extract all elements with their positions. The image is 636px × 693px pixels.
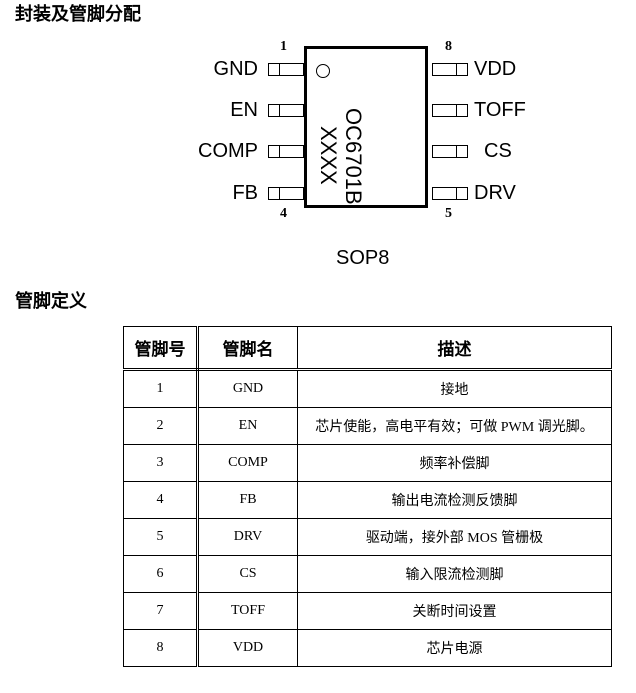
package-name: SOP8 <box>336 247 390 269</box>
pin-lead-1 <box>268 63 304 76</box>
pin-number-8: 8 <box>445 39 452 54</box>
cell-pin-name: CS <box>197 555 298 593</box>
pin-number-1: 1 <box>280 39 287 54</box>
cell-pin-number: 7 <box>123 592 199 630</box>
table-row: 1 GND 接地 <box>123 369 612 408</box>
package-section-title: 封装及管脚分配 <box>15 4 141 25</box>
pin-label-drv: DRV <box>474 182 516 204</box>
table-row: 7 TOFF 关断时间设置 <box>123 592 612 630</box>
cell-pin-name: DRV <box>197 518 298 556</box>
pin-number-5: 5 <box>445 206 452 221</box>
table-header-row: 管脚号 管脚名 描述 <box>123 326 612 371</box>
pin-number-4: 4 <box>280 206 287 221</box>
cell-pin-name: FB <box>197 481 298 519</box>
cell-description: 频率补偿脚 <box>297 444 612 482</box>
pin-lead-6 <box>432 145 468 158</box>
cell-description: 芯片使能，高电平有效；可做 PWM 调光脚。 <box>297 407 612 445</box>
header-pin-number: 管脚号 <box>123 326 199 371</box>
cell-pin-number: 2 <box>123 407 199 445</box>
cell-pin-number: 4 <box>123 481 199 519</box>
pin-lead-3 <box>268 145 304 158</box>
cell-pin-number: 6 <box>123 555 199 593</box>
chip-part-number: OC6701B <box>341 108 366 205</box>
chip-marking: XXXX <box>316 126 341 185</box>
pindef-section-title: 管脚定义 <box>15 291 87 312</box>
table-row: 3 COMP 频率补偿脚 <box>123 444 612 482</box>
pin-lead-7 <box>432 104 468 117</box>
pin-label-toff: TOFF <box>474 99 526 121</box>
cell-description: 输入限流检测脚 <box>297 555 612 593</box>
cell-description: 接地 <box>297 369 612 408</box>
cell-pin-name: GND <box>197 369 298 408</box>
cell-pin-name: EN <box>197 407 298 445</box>
cell-pin-number: 3 <box>123 444 199 482</box>
cell-description: 输出电流检测反馈脚 <box>297 481 612 519</box>
cell-pin-number: 8 <box>123 629 199 667</box>
cell-description: 芯片电源 <box>297 629 612 667</box>
pin-label-fb: FB <box>232 182 258 204</box>
table-row: 5 DRV 驱动端，接外部 MOS 管栅极 <box>123 518 612 556</box>
pin-lead-2 <box>268 104 304 117</box>
header-description: 描述 <box>297 326 612 371</box>
table-row: 4 FB 输出电流检测反馈脚 <box>123 481 612 519</box>
pin-lead-4 <box>268 187 304 200</box>
pin-label-comp: COMP <box>198 140 258 162</box>
cell-pin-name: VDD <box>197 629 298 667</box>
cell-description: 关断时间设置 <box>297 592 612 630</box>
pin-label-en: EN <box>230 99 258 121</box>
cell-pin-name: TOFF <box>197 592 298 630</box>
pin-definition-table: 管脚号 管脚名 描述 1 GND 接地 2 EN 芯片使能，高电平有效；可做 P… <box>123 326 612 667</box>
cell-pin-number: 5 <box>123 518 199 556</box>
cell-pin-name: COMP <box>197 444 298 482</box>
pin-label-cs: CS <box>484 140 512 162</box>
pin1-indicator-icon <box>316 64 330 78</box>
table-row: 6 CS 输入限流检测脚 <box>123 555 612 593</box>
header-pin-name: 管脚名 <box>197 326 298 371</box>
cell-pin-number: 1 <box>123 369 199 408</box>
pin-lead-5 <box>432 187 468 200</box>
table-row: 2 EN 芯片使能，高电平有效；可做 PWM 调光脚。 <box>123 407 612 445</box>
table-row: 8 VDD 芯片电源 <box>123 629 612 667</box>
pin-label-gnd: GND <box>213 58 258 80</box>
cell-description: 驱动端，接外部 MOS 管栅极 <box>297 518 612 556</box>
pin-label-vdd: VDD <box>474 58 517 80</box>
pin-lead-8 <box>432 63 468 76</box>
